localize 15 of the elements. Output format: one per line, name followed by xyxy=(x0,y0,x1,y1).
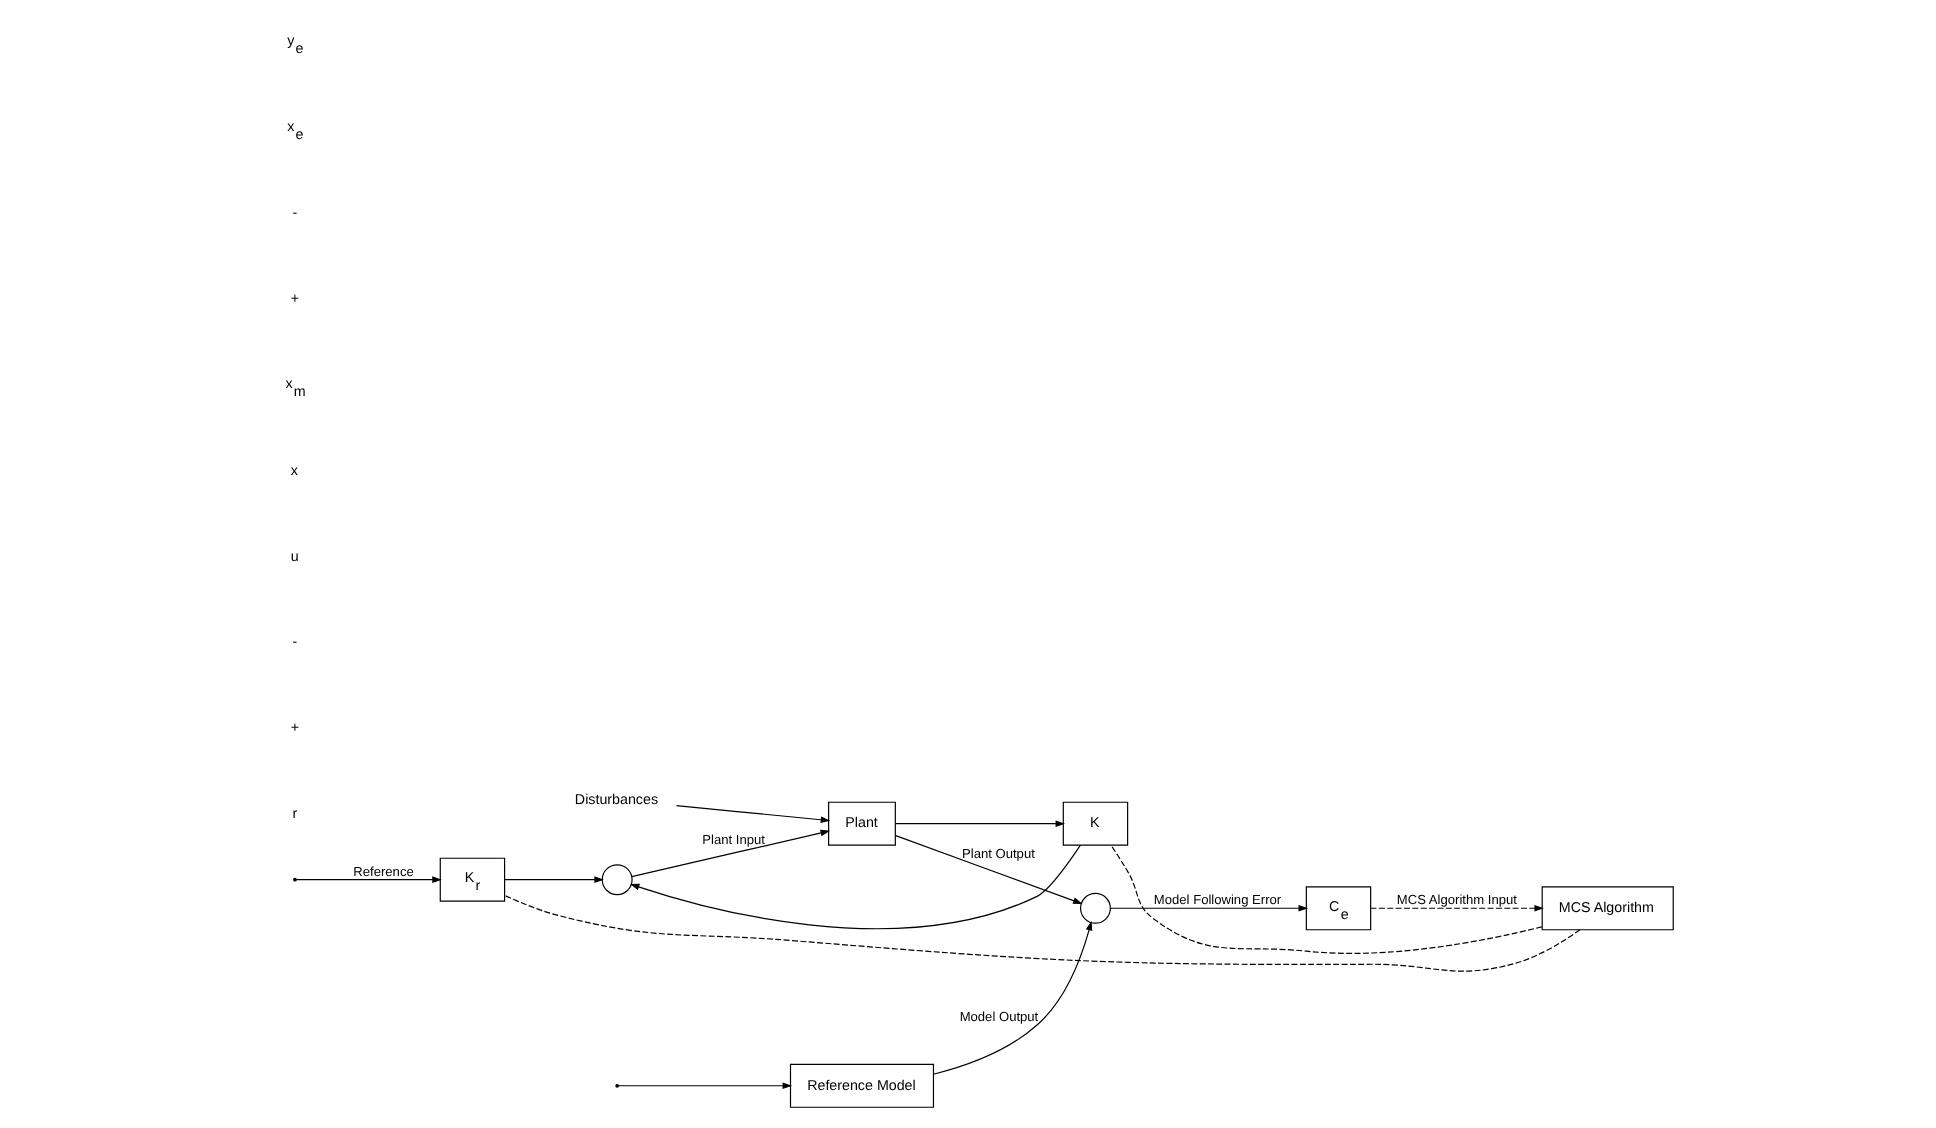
arrow xyxy=(504,876,604,884)
arrow xyxy=(631,829,831,878)
connector xyxy=(1110,844,1543,954)
arrow xyxy=(1370,904,1544,912)
connector xyxy=(504,894,1581,972)
arrow xyxy=(617,1082,793,1090)
arrow xyxy=(1110,904,1308,912)
arrow xyxy=(895,820,1066,828)
arrow xyxy=(675,805,831,824)
arrow xyxy=(895,835,1083,904)
node-circle xyxy=(1080,892,1111,924)
arrow xyxy=(629,844,1081,930)
arrow xyxy=(932,920,1093,1075)
arrow xyxy=(295,876,442,884)
node-circle xyxy=(601,864,633,896)
